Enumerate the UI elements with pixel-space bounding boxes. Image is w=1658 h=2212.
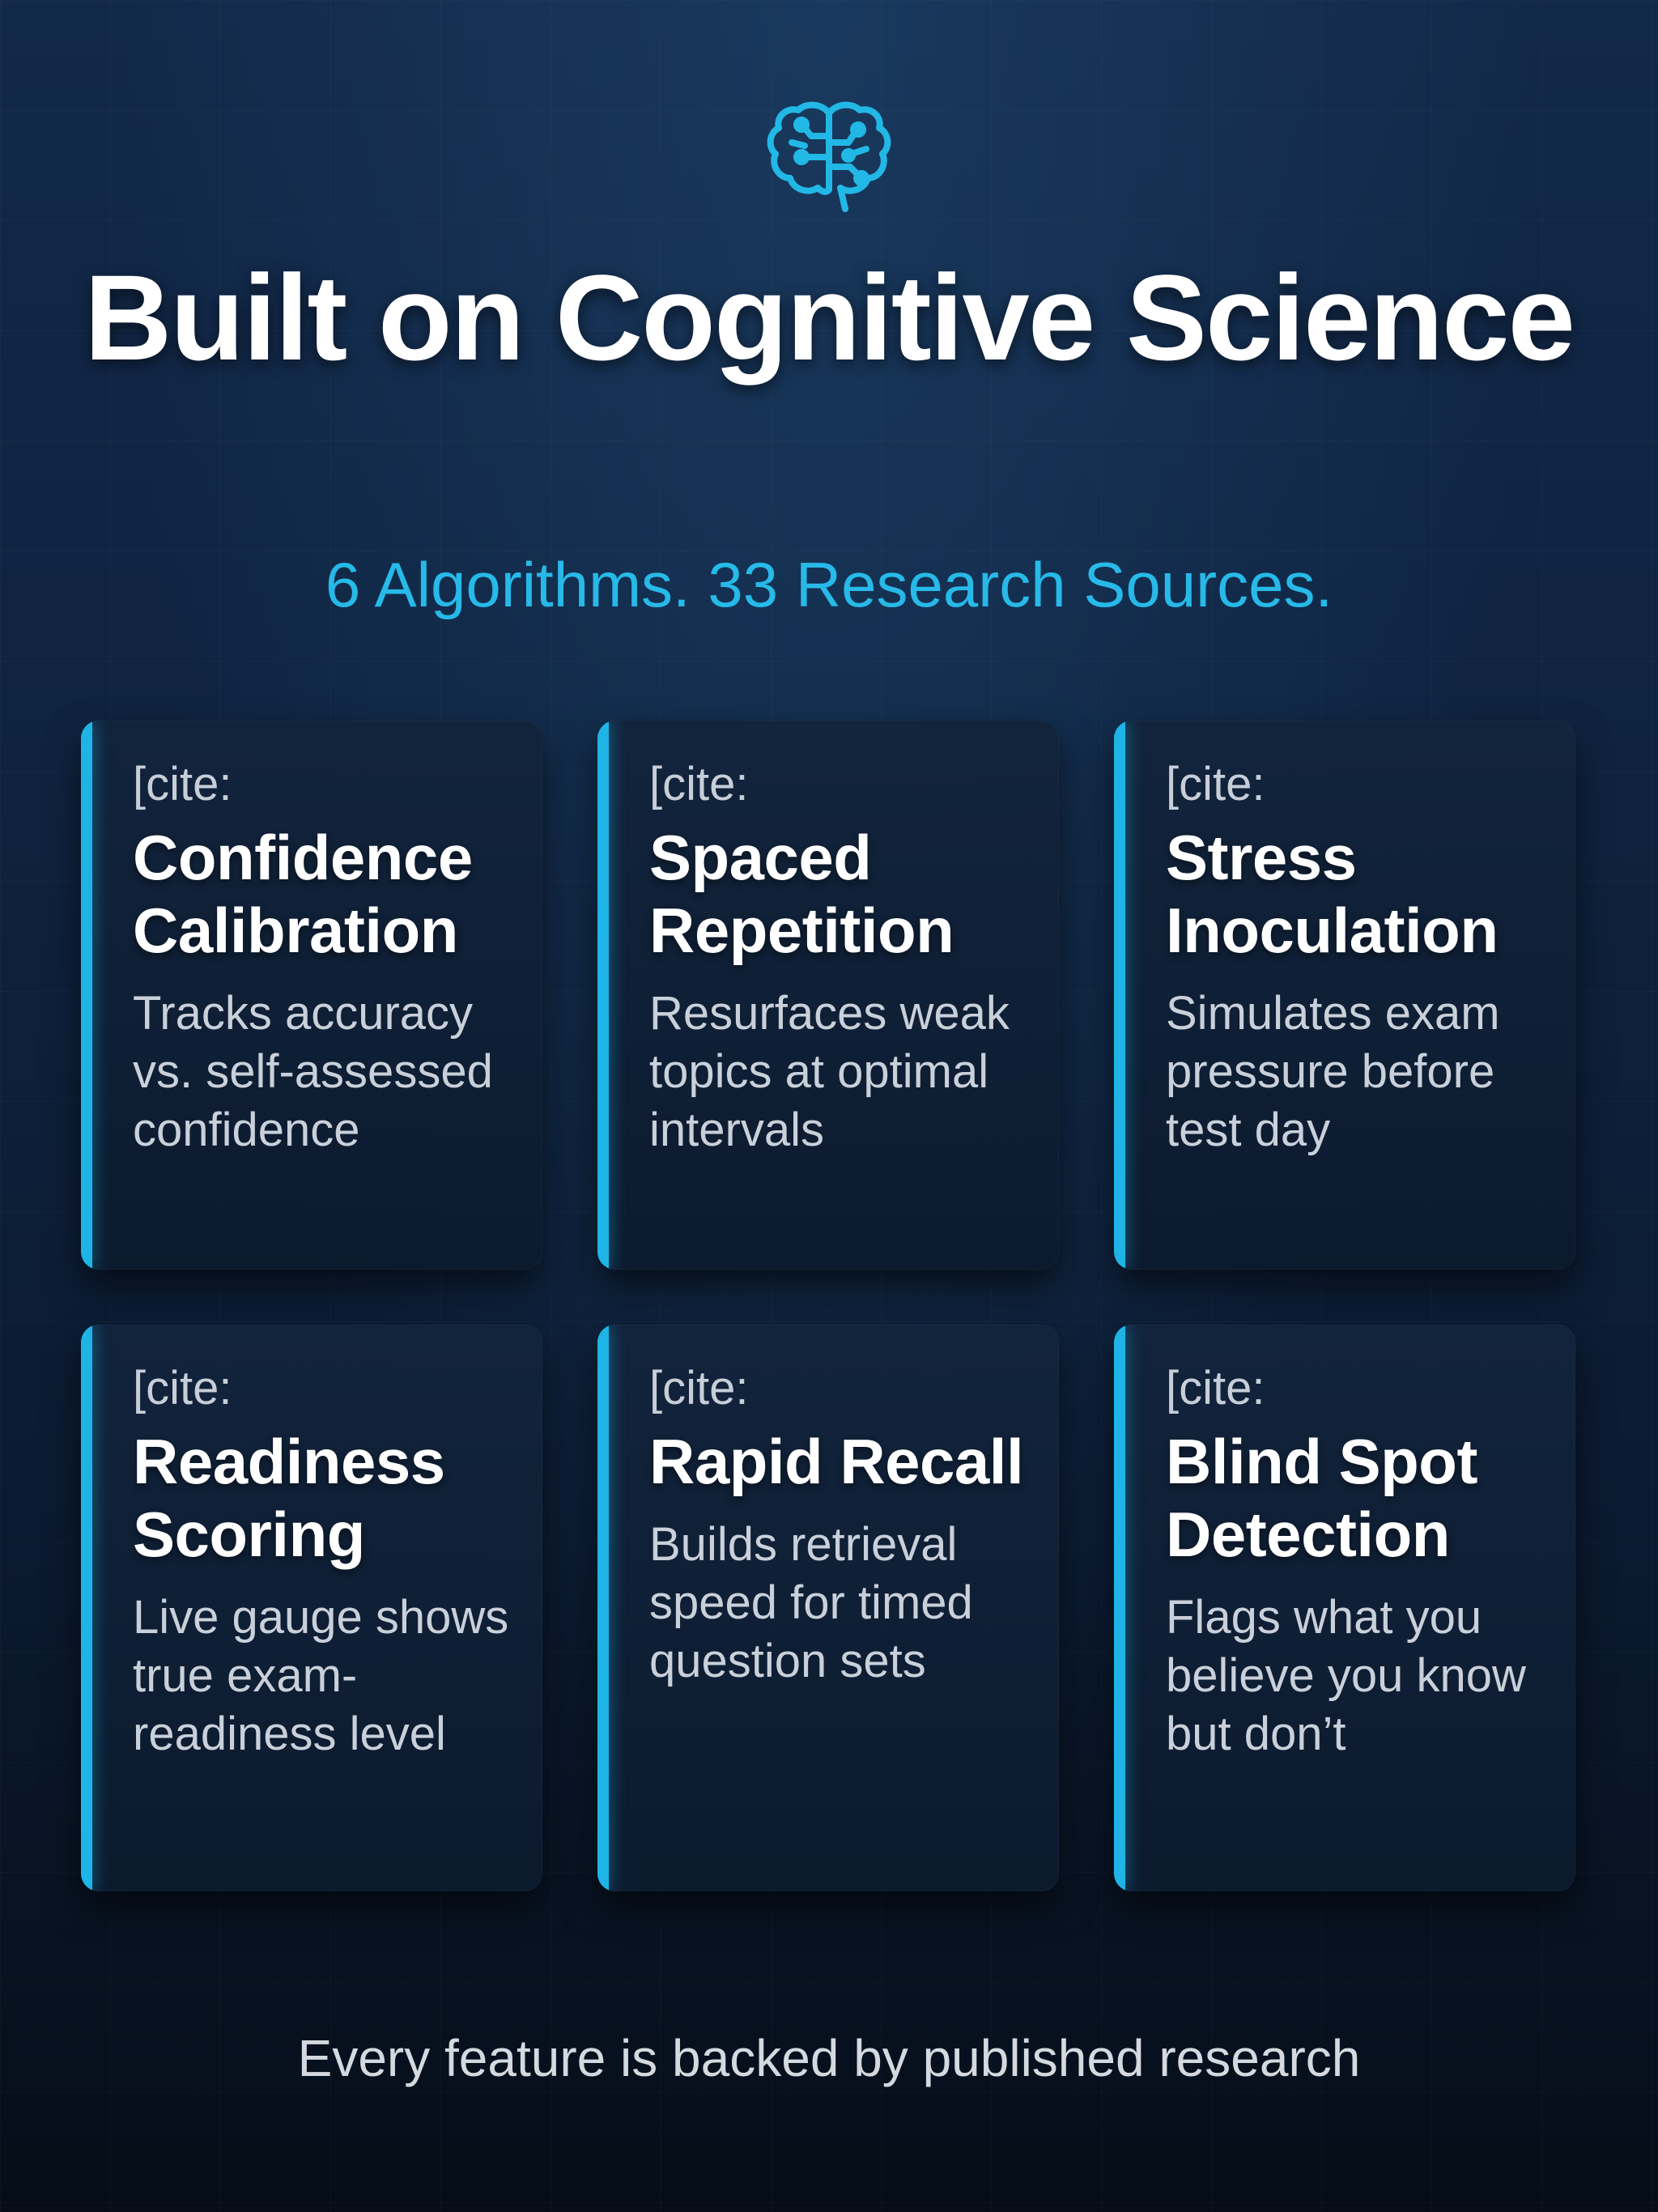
card-cite: [cite: [133,1362,232,1414]
card-description: Live gauge shows true exam-readiness lev… [133,1591,509,1760]
card-description: Builds retrieval speed for timed questio… [649,1518,973,1687]
card-description: Flags what you believe you know but don’… [1166,1591,1526,1760]
card-title: Readiness Scoring [133,1426,445,1570]
page-subtitle: 6 Algorithms. 33 Research Sources. [325,549,1333,620]
footer-tagline: Every feature is backed by published res… [297,2029,1361,2087]
page-title: Built on Cognitive Science [0,249,1658,385]
page-title-text: Built on Cognitive Science [84,249,1575,385]
card-cite: [cite: [133,758,232,810]
feature-card-grid: [cite: Confidence Calibration Tracks acc… [81,721,1579,1891]
feature-card-confidence-calibration: [cite: Confidence Calibration Tracks acc… [81,721,542,1270]
feature-card-blind-spot-detection: [cite: Blind Spot Detection Flags what y… [1114,1325,1575,1891]
feature-card-stress-inoculation: [cite: Stress Inoculation Simulates exam… [1114,721,1575,1270]
card-cite: [cite: [649,1362,749,1414]
card-cite: [cite: [1166,1362,1265,1414]
feature-card-spaced-repetition: [cite: Spaced Repetition Resurfaces weak… [597,721,1059,1270]
card-title: Stress Inoculation [1166,822,1499,966]
card-description: Resurfaces weak topics at optimal interv… [649,987,1010,1156]
feature-card-rapid-recall: [cite: Rapid Recall Builds retrieval spe… [597,1325,1059,1891]
brain-circuit-icon [767,101,891,212]
card-cite: [cite: [1166,758,1265,810]
card-title: Rapid Recall [649,1426,1024,1497]
card-cite: [cite: [649,758,749,810]
card-title: Blind Spot Detection [1166,1426,1477,1570]
card-title: Confidence Calibration [133,822,473,966]
feature-card-readiness-scoring: [cite: Readiness Scoring Live gauge show… [81,1325,542,1891]
card-description: Tracks accuracy vs. self-assessed confid… [133,987,493,1156]
card-title: Spaced Repetition [649,822,954,966]
card-description: Simulates exam pressure before test day [1166,987,1500,1156]
